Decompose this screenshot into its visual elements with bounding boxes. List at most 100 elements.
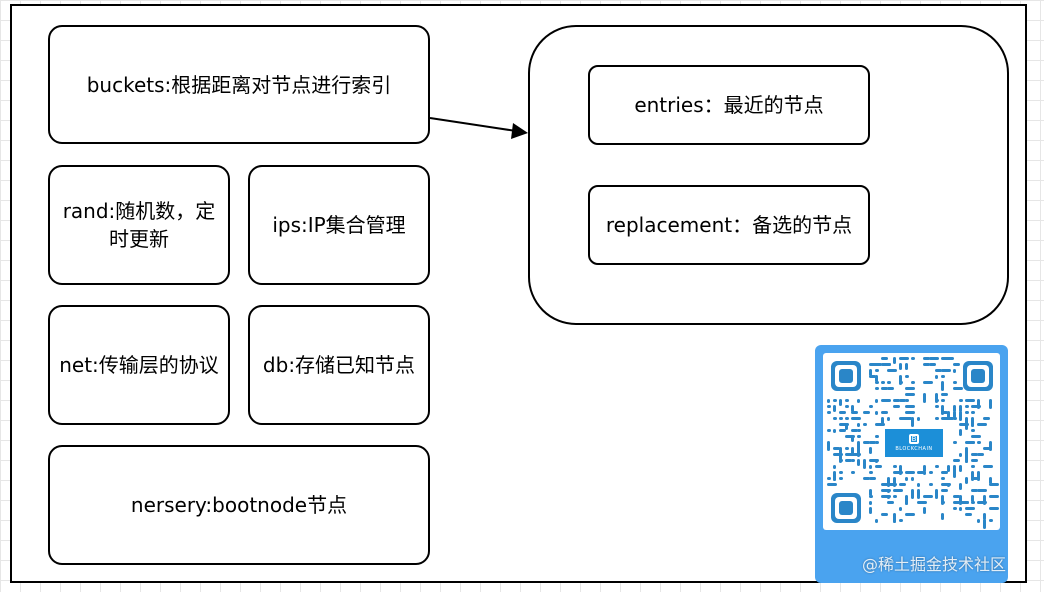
qr-module [839,447,842,454]
qr-module [839,471,843,474]
qr-module [851,411,858,414]
node-rand: rand:随机数，定时更新 [48,165,230,285]
qr-module [839,477,843,480]
qr-module [923,465,926,472]
qr-module [941,399,945,402]
qr-module [857,423,860,427]
qr-module [899,381,903,384]
watermark: @稀土掘金技术社区 [862,555,1007,574]
qr-module [953,387,963,390]
qr-module [935,417,939,420]
qr-pattern [827,357,999,529]
qr-module [863,411,870,414]
qr-module [905,387,915,390]
qr-module [965,501,969,504]
qr-module [983,417,990,420]
node-ips: ips:IP集合管理 [248,165,430,285]
qr-module [857,459,860,466]
qr-module [923,357,930,360]
qr-module [905,399,909,402]
qr-module [893,495,897,498]
qr-module [857,429,861,432]
qr-module [839,411,846,414]
qr-module [899,357,909,360]
qr-module [923,507,926,514]
qr-module [863,459,866,469]
qr-module [917,483,920,487]
qr-module [977,501,987,504]
qr-module [899,483,906,486]
qr-module [923,393,926,403]
qr-module [953,411,956,418]
qr-module [893,519,896,523]
qr-module [869,441,876,444]
qr-module [833,447,840,450]
qr-module [839,429,846,432]
qr-module [869,375,876,378]
qr-module [869,369,872,376]
qr-module [881,399,891,402]
qr-module [851,405,854,412]
qr-module [905,501,908,505]
qr-module [947,357,954,360]
qr-module [875,381,879,384]
qr-module [863,441,870,444]
qr-module [899,363,902,370]
qr-module [887,387,894,390]
qr-module [857,435,861,438]
qr-module [893,465,897,468]
qr-module [881,357,888,360]
qr-module [905,375,909,378]
qr-module [869,405,873,408]
qr-module [845,447,849,450]
qr-module [953,459,960,462]
qr-module [947,417,954,420]
qr-module [965,507,975,510]
qr-module [953,495,960,498]
qr-module [941,471,948,474]
qr-module [971,423,974,427]
qr-module [941,375,945,378]
qr-module [827,405,831,408]
qr-module [935,369,942,372]
qr-module [887,381,891,384]
qr-module [887,495,890,499]
qr-module [827,411,831,414]
qr-module [965,423,968,430]
qr-module [935,399,939,402]
qr-module [965,477,968,484]
qr-module [947,483,950,487]
qr-module [935,375,938,379]
qr-module [929,363,936,366]
qr-module [893,489,903,492]
qr-module [971,459,978,462]
qr-module [875,363,882,366]
qr-module [899,519,903,522]
qr-module [875,423,885,426]
qr-code-card: B BLOCKCHAIN [815,345,1008,583]
qr-module [959,507,962,511]
qr-module [839,417,843,420]
qr-module [911,357,915,360]
qr-module [905,477,908,481]
qr-module [881,411,888,414]
qr-module [833,399,837,402]
qr-module [827,483,837,486]
qr-module [989,399,992,409]
qr-module [941,489,948,492]
qr-module [905,405,915,408]
qr-module [941,381,944,391]
qr-module [833,405,836,412]
qr-module [863,477,870,480]
qr-module [989,519,993,522]
blockchain-logo: B BLOCKCHAIN [883,427,945,459]
qr-module [893,405,900,408]
qr-module [917,489,920,499]
qr-module [827,441,830,451]
qr-module [923,381,933,384]
qr-module [857,399,860,403]
node-net-label: net:传输层的协议 [59,353,219,377]
qr-module [887,501,894,504]
qr-module [959,429,962,436]
qr-module [971,369,985,383]
